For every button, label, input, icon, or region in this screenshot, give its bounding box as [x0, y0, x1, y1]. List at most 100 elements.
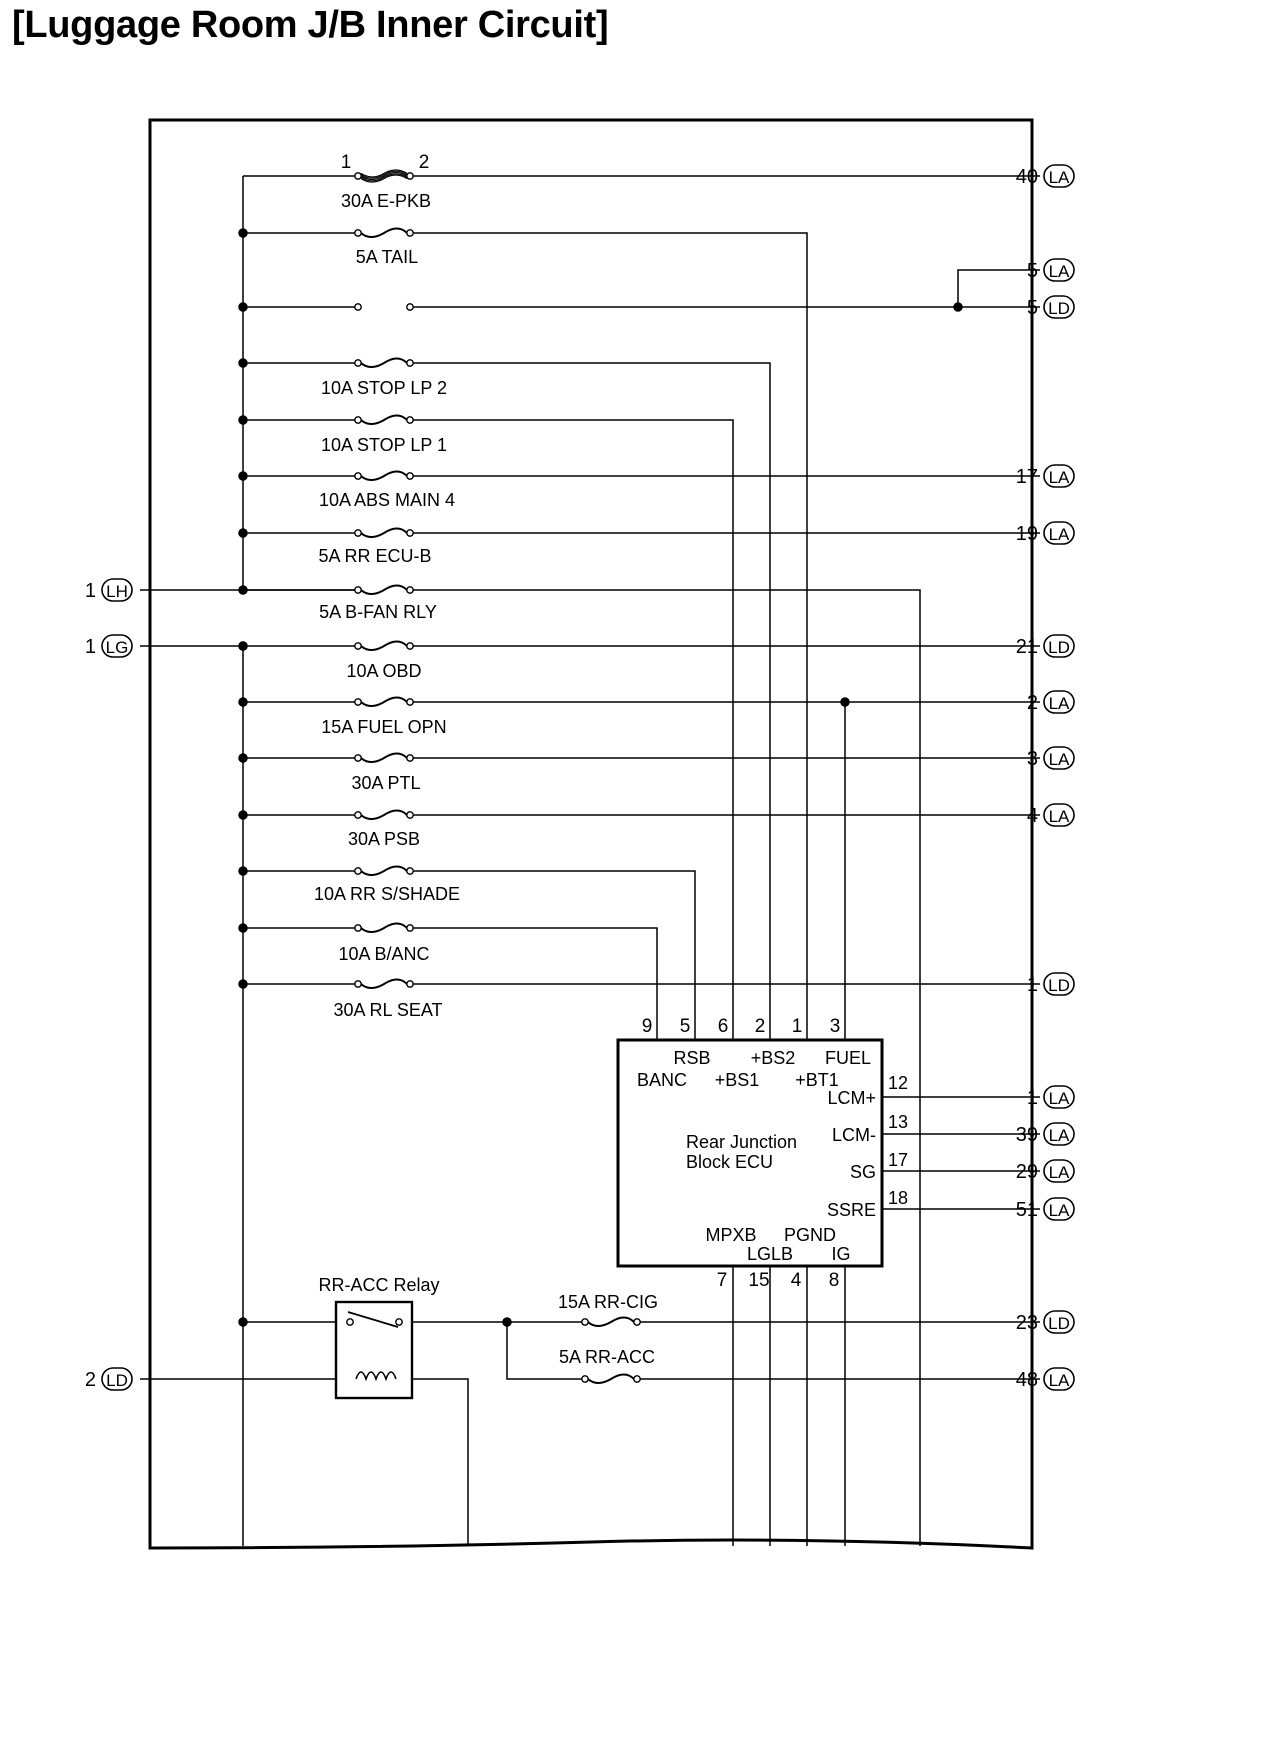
fuse-label: 10A B/ANC	[338, 944, 429, 964]
ecu-pin-label: FUEL	[825, 1048, 871, 1068]
ecu-top-pin: 1	[792, 1016, 803, 1037]
fuse-label: 30A PTL	[351, 773, 420, 793]
connector-pin-number: 23	[1016, 1312, 1038, 1334]
bus-junction-dot	[238, 753, 248, 763]
fuse-symbol	[354, 752, 414, 763]
fuse-symbol	[354, 227, 414, 238]
connector-pin-number: 2	[85, 1369, 96, 1391]
fuse-label: 10A OBD	[346, 661, 421, 681]
connector-2-ld: 2 LD	[85, 1367, 133, 1391]
fuse-symbol	[354, 865, 414, 876]
ecu-pin-label: IG	[831, 1244, 850, 1264]
ecu-top-pin: 5	[680, 1016, 691, 1037]
ecu-right-pin: 17	[888, 1150, 908, 1170]
fuse-pin-1: 1	[341, 152, 352, 173]
rr-acc-relay	[334, 1300, 414, 1400]
connector-pin-number: 48	[1016, 1369, 1038, 1391]
fuse-label: 30A PSB	[348, 829, 420, 849]
connector-pin-number: 39	[1016, 1124, 1038, 1146]
connector-pin-number: 51	[1016, 1199, 1038, 1221]
wire-tail	[413, 232, 808, 1040]
connector-pin-number: 2	[1027, 692, 1038, 714]
ecu-bottom-pin: 15	[748, 1270, 769, 1291]
ecu-top-pin: 3	[830, 1016, 841, 1037]
connector-pin-number: 29	[1016, 1161, 1038, 1183]
connector-outline	[101, 634, 133, 658]
fuse-symbol	[354, 978, 414, 989]
connector-code: LD	[1048, 1314, 1070, 1333]
connector-outline	[1043, 1122, 1075, 1146]
bus-junction-dot	[238, 923, 248, 933]
bus-junction-dot	[238, 471, 248, 481]
connector-outline	[1043, 1197, 1075, 1221]
connector-outline	[1043, 972, 1075, 996]
fuse-symbol	[354, 922, 414, 933]
ecu-pin-label: BANC	[637, 1070, 687, 1090]
fuse-label: 5A TAIL	[356, 247, 418, 267]
connector-outline	[101, 578, 133, 602]
connector-outline	[1043, 746, 1075, 770]
connector-code: LA	[1049, 1201, 1070, 1220]
connector-code: LD	[106, 1371, 128, 1390]
fuse-symbol	[354, 357, 414, 368]
connector-51-la: 51 LA	[1016, 1197, 1075, 1221]
connector-pin-number: 40	[1016, 166, 1038, 188]
fuse-label: 10A STOP LP 2	[321, 378, 447, 398]
bus-junction-dot	[238, 302, 248, 312]
wire-coil-ground	[396, 1378, 469, 1546]
connector-1-lh: 1 LH	[85, 578, 133, 602]
junction-dot	[953, 302, 963, 312]
fuse-label: 5A RR ECU-B	[318, 546, 431, 566]
connector-pin-number: 1	[85, 580, 96, 602]
connector-code: LA	[1049, 525, 1070, 544]
fuse-label: 5A B-FAN RLY	[319, 602, 437, 622]
connector-23-ld: 23 LD	[1016, 1310, 1075, 1334]
wire-stop-lp-1	[413, 419, 734, 1040]
connector-code: LA	[1049, 1163, 1070, 1182]
bus-junction-dot	[238, 358, 248, 368]
ecu-pin-label: MPXB	[705, 1225, 756, 1245]
bus-junction-dot	[238, 866, 248, 876]
connector-pin-number: 1	[1027, 1087, 1038, 1109]
connector-code: LA	[1049, 1089, 1070, 1108]
wiring	[140, 118, 1040, 1550]
ecu-right-label: SSRE	[827, 1200, 876, 1220]
connector-outline	[1043, 521, 1075, 545]
connector-pin-number: 5	[1027, 260, 1038, 282]
connector-pin-number: 1	[1027, 974, 1038, 996]
ecu-bottom-pin: 8	[829, 1270, 840, 1291]
connector-code: LA	[1049, 807, 1070, 826]
connector-code: LA	[1049, 168, 1070, 187]
ecu-pin-label: LGLB	[747, 1244, 793, 1264]
connector-code: LH	[106, 582, 128, 601]
bus-junction-dot	[238, 979, 248, 989]
bus-junction-dot	[238, 1317, 248, 1327]
connector-outline	[1043, 1367, 1075, 1391]
connector-outline	[1043, 634, 1075, 658]
connector-pin-number: 21	[1016, 636, 1038, 658]
bus-junction-dot	[238, 641, 248, 651]
connector-pin-number: 1	[85, 636, 96, 658]
connector-code: LA	[1049, 262, 1070, 281]
ecu-right-label: LCM+	[827, 1088, 876, 1108]
ecu-right-pin: 13	[888, 1112, 908, 1132]
connector-outline	[1043, 258, 1075, 282]
connector-40-la: 40 LA	[1016, 164, 1075, 188]
connector-code: LD	[1048, 638, 1070, 657]
wire-5-la	[957, 269, 1040, 307]
connector-pin-number: 17	[1016, 466, 1038, 488]
fuse-symbol	[354, 809, 414, 820]
fuse-symbol	[354, 696, 414, 707]
connector-pin-number: 5	[1027, 297, 1038, 319]
ecu-pin-label: +BT1	[795, 1070, 839, 1090]
connector-code: LA	[1049, 694, 1070, 713]
ecu-top-pin: 9	[642, 1016, 653, 1037]
